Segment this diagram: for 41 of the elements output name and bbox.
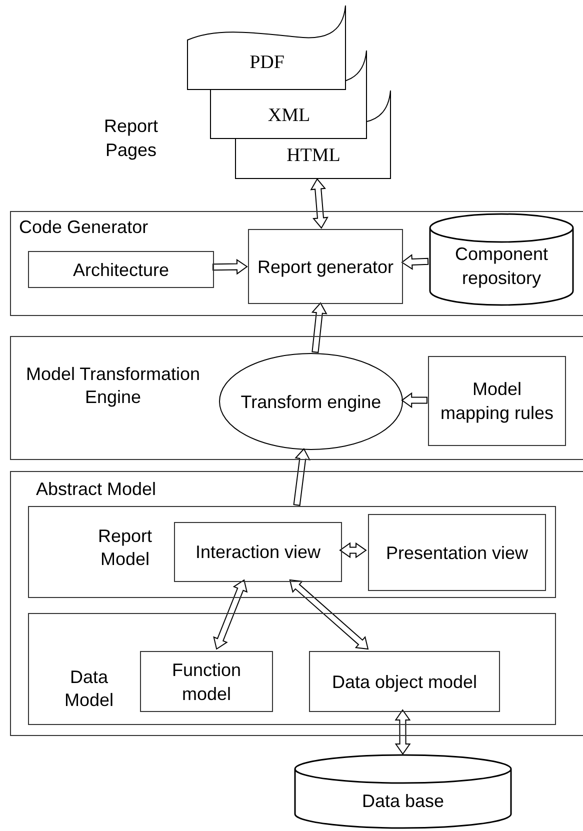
hollow-arrow [311,302,328,353]
node-label: Transform engine [240,390,382,414]
hollow-arrow [401,254,429,270]
node-label: Model mapping rules [439,378,555,425]
hollow-arrow [339,542,367,558]
node-label: Interaction view [195,541,321,564]
panel-heading: Model Transformation Engine [25,363,201,409]
process-box [248,229,403,304]
node-label: Architecture [72,258,170,282]
process-box [28,251,214,288]
process-box [368,514,546,591]
panel [28,506,556,598]
node-label: Presentation view [386,542,528,564]
process-box [140,651,273,712]
hollow-arrow [394,709,411,755]
panel-heading: Data Model [63,666,115,712]
panel [10,211,583,316]
panel-heading: Report Model [96,525,154,571]
panel [10,336,583,460]
node-label: Report generator [257,256,394,278]
panel [28,613,556,725]
side-label: Report Pages [102,115,160,162]
hollow-arrow [213,579,248,650]
panel-heading: Abstract Model [36,478,158,501]
hollow-arrow [401,392,428,408]
hollow-arrow [310,178,328,229]
process-box [428,356,566,446]
hollow-arrow [293,448,310,506]
hollow-arrow [289,579,369,650]
panel [10,471,583,736]
document-label: XML [266,104,312,128]
document-label: PDF [248,51,286,75]
node-label: Data object model [332,670,478,694]
process-box [309,651,500,712]
hollow-arrow [212,258,248,275]
process-box [174,522,342,582]
node-label: Component repository [454,242,550,290]
node-label: Function model [170,658,242,706]
node-label: Data base [362,790,444,812]
panel-heading: Code Generator [19,216,150,239]
document-label: HTML [286,144,342,168]
